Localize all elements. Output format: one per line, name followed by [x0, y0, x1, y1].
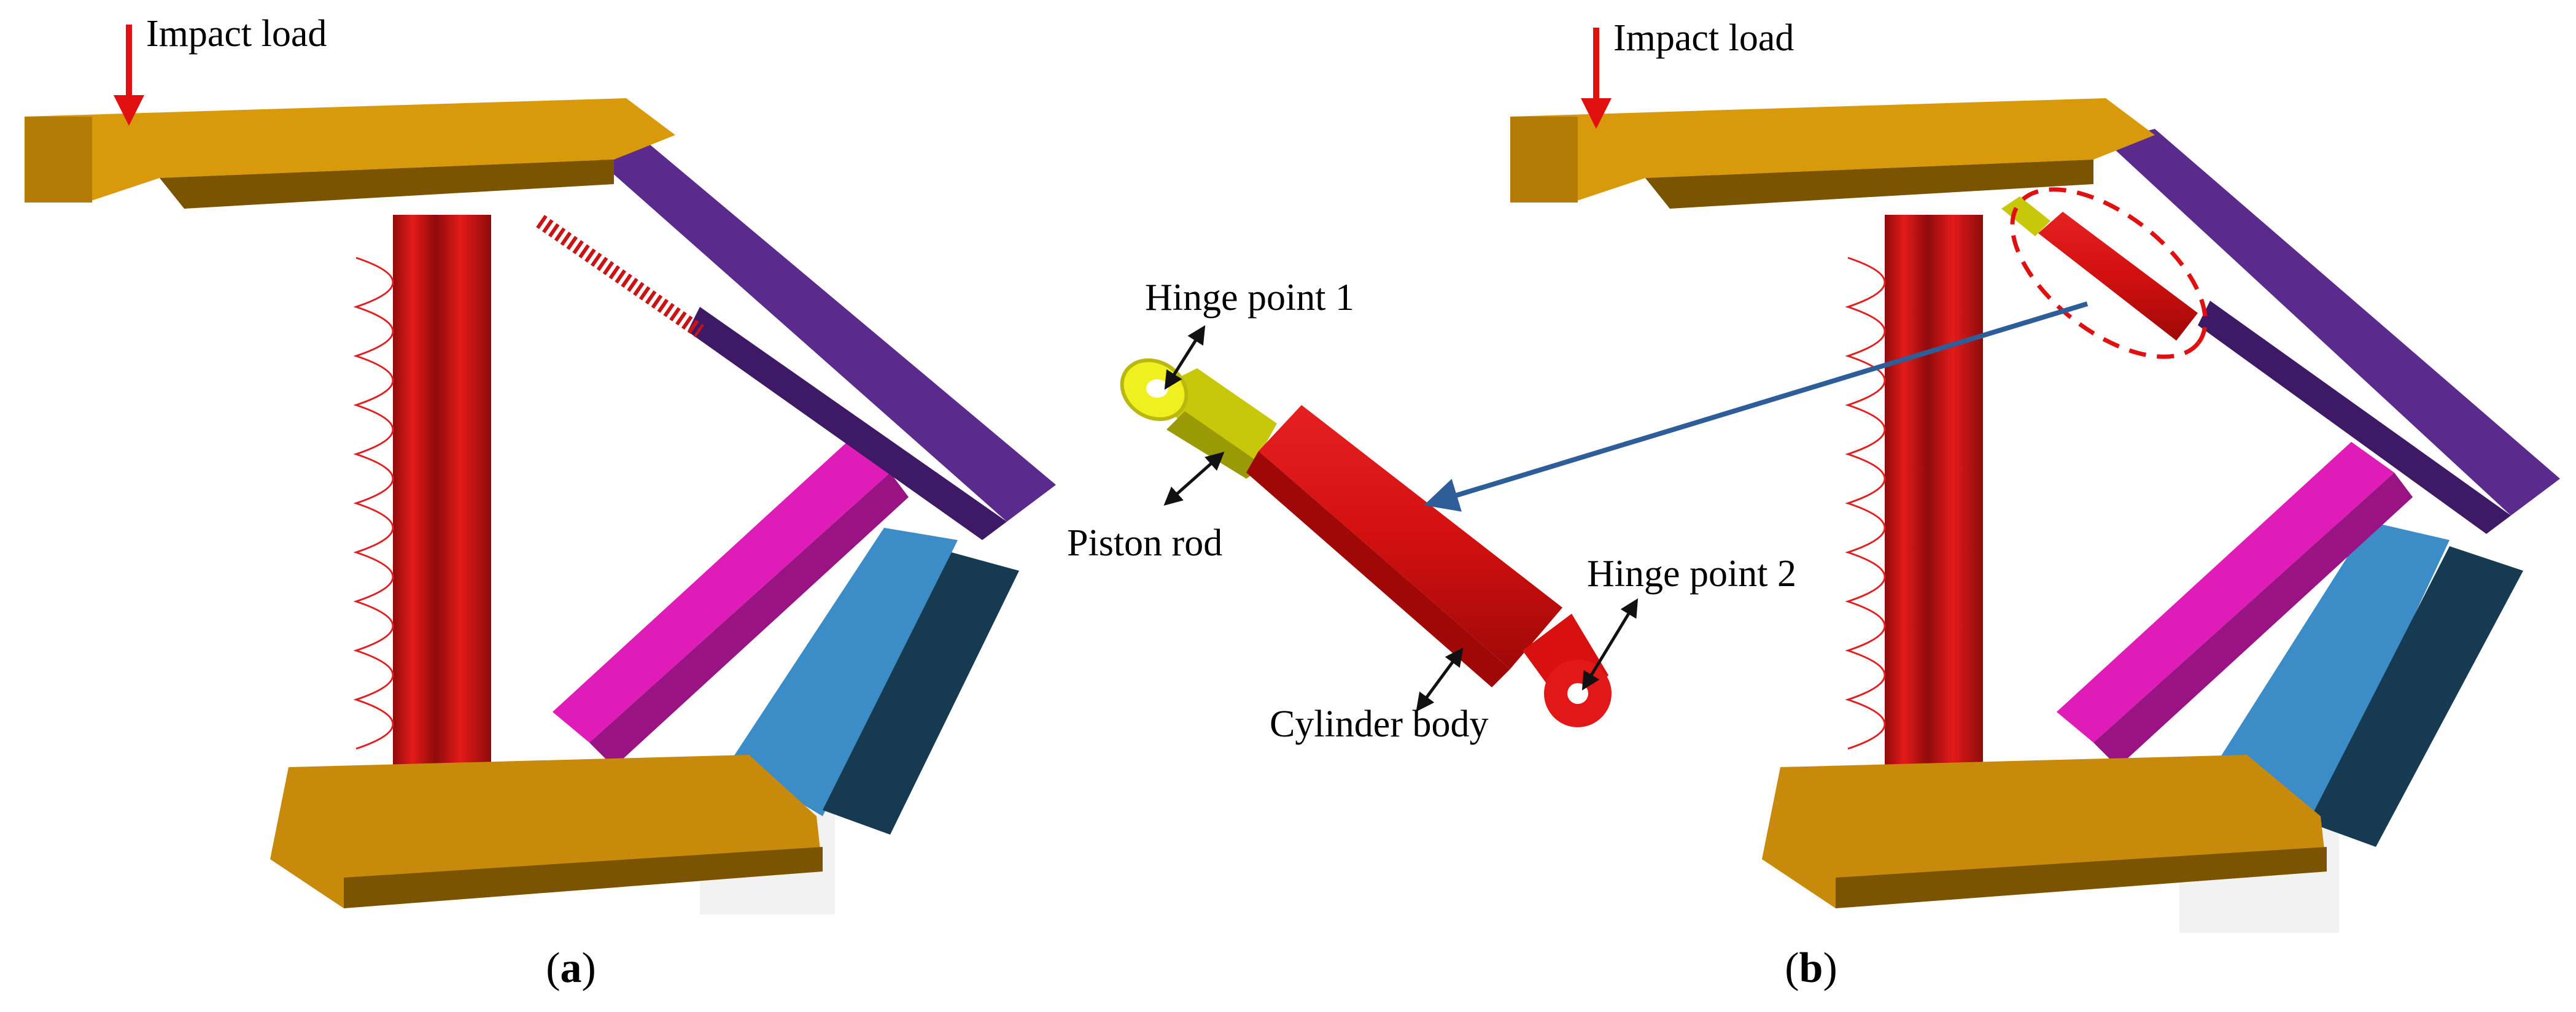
- panel-b: Impact load (b): [1510, 17, 2560, 992]
- cylinder-body-label: Cylinder body: [1270, 703, 1488, 745]
- canopy-shade: [160, 160, 614, 209]
- shield-blue-b: [2210, 522, 2450, 829]
- spring: [353, 257, 394, 750]
- link-magenta-b: [2057, 442, 2394, 743]
- callout-ellipse: [2010, 187, 2208, 359]
- hinge-point-2-label: Hinge point 2: [1587, 553, 1796, 595]
- link-purple-b: [2106, 129, 2560, 516]
- leg-right: [436, 215, 491, 804]
- small-cylinder: [2038, 212, 2198, 341]
- piston-rod-label: Piston rod: [1067, 522, 1222, 564]
- pointer-piston-rod: [1163, 452, 1225, 506]
- link-purple-shade: [688, 307, 1007, 540]
- pointer-cylinder-body: [1416, 647, 1464, 712]
- canopy: [25, 98, 675, 203]
- canopy-end-b: [1510, 117, 1578, 203]
- pointer-hinge-1: [1164, 325, 1206, 390]
- link-magenta-shade-b: [2093, 473, 2413, 767]
- shield-blue: [731, 528, 958, 816]
- base-shade-b: [1836, 847, 2327, 908]
- link-spring: [536, 215, 704, 338]
- link-magenta: [553, 442, 890, 743]
- leg-left-b: [1885, 215, 1928, 786]
- caption-a: (a): [546, 944, 596, 992]
- shield-dark: [823, 552, 1019, 835]
- canopy-end: [25, 117, 92, 203]
- canopy-b: [1510, 98, 2155, 203]
- caption-b: (b): [1785, 944, 1837, 992]
- link-purple: [583, 135, 1056, 522]
- cylinder-detail: Hinge point 1 Piston rod Hinge point 2 C…: [1067, 277, 1796, 745]
- cylinder-body-shade: [1246, 451, 1510, 687]
- callout-arrow: [1424, 301, 2089, 512]
- cylinder-body: [1259, 405, 1562, 669]
- leg-right-b: [1928, 215, 1983, 804]
- spring-b: [1845, 257, 1886, 750]
- canopy-shade-b: [1645, 160, 2093, 209]
- link-purple-shade-b: [2198, 301, 2511, 534]
- shield-dark-b: [2308, 546, 2523, 847]
- base-shade: [344, 847, 823, 908]
- piston-eye-hole: [1146, 379, 1168, 398]
- pointer-hinge-2: [1581, 598, 1639, 691]
- piston-rod-shade: [1166, 411, 1265, 479]
- small-piston: [2001, 196, 2050, 236]
- leg-left: [393, 215, 436, 786]
- impact-load-a-label: Impact load: [146, 13, 327, 55]
- impact-load-b-label: Impact load: [1613, 17, 1794, 59]
- hinge-point-1-label: Hinge point 1: [1145, 277, 1354, 319]
- link-magenta-shade: [589, 473, 909, 767]
- panel-a: Impact load (a): [25, 13, 1056, 992]
